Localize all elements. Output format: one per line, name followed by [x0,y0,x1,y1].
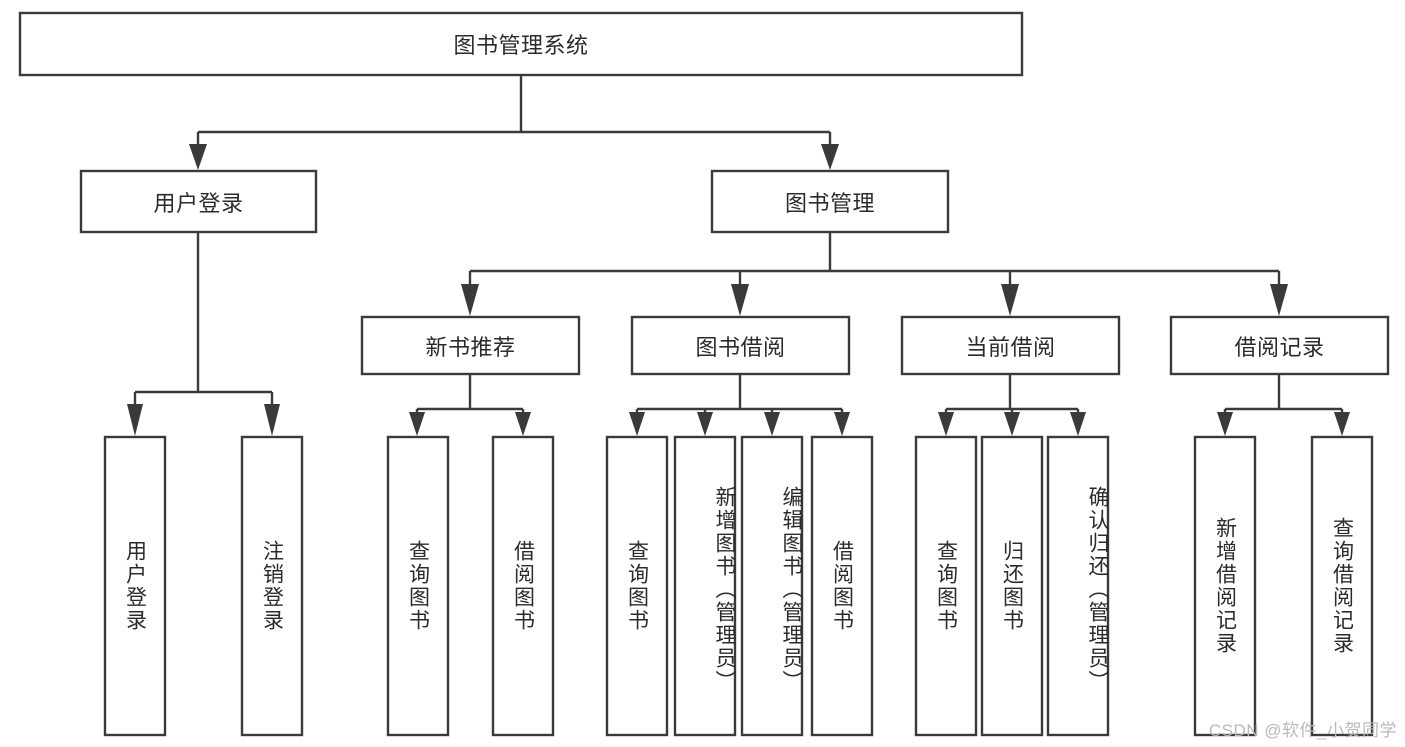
leaf-user-login-1[interactable] [240,435,304,737]
node-book-management[interactable] [710,169,950,234]
connector-borrowrecord-to-leaves [1217,374,1350,436]
leaf-current-borrow-0[interactable] [914,435,978,737]
leaf-borrow-record-0[interactable] [1193,435,1257,737]
connector-root-to-level2 [189,76,839,170]
leaf-new-book-0[interactable] [386,435,450,737]
leaf-book-borrow-3[interactable] [810,435,874,737]
leaf-book-borrow-1[interactable] [673,435,737,737]
leaf-book-borrow-2[interactable] [740,435,804,737]
leaf-current-borrow-1[interactable] [980,435,1044,737]
leaf-current-borrow-2[interactable] [1046,435,1110,737]
connector-newbook-to-leaves [409,374,531,436]
node-user-login[interactable] [79,169,318,234]
node-borrow-record[interactable] [1169,315,1390,376]
node-new-book-recommend[interactable] [360,315,581,376]
leaf-new-book-1[interactable] [491,435,555,737]
watermark-text: CSDN @软件_小贺同学 [1208,721,1397,740]
connector-currentborrow-to-leaves [938,374,1086,436]
leaf-borrow-record-1[interactable] [1310,435,1374,737]
connector-bookborrow-to-leaves [629,374,850,436]
connector-booklmgmt-to-level3 [461,233,1288,316]
node-book-borrow[interactable] [630,315,851,376]
connector-userlogin-to-leaves [127,233,280,436]
leaf-user-login-0[interactable] [103,435,167,737]
leaf-book-borrow-0[interactable] [605,435,669,737]
node-current-borrow[interactable] [900,315,1121,376]
node-root[interactable] [18,11,1024,77]
